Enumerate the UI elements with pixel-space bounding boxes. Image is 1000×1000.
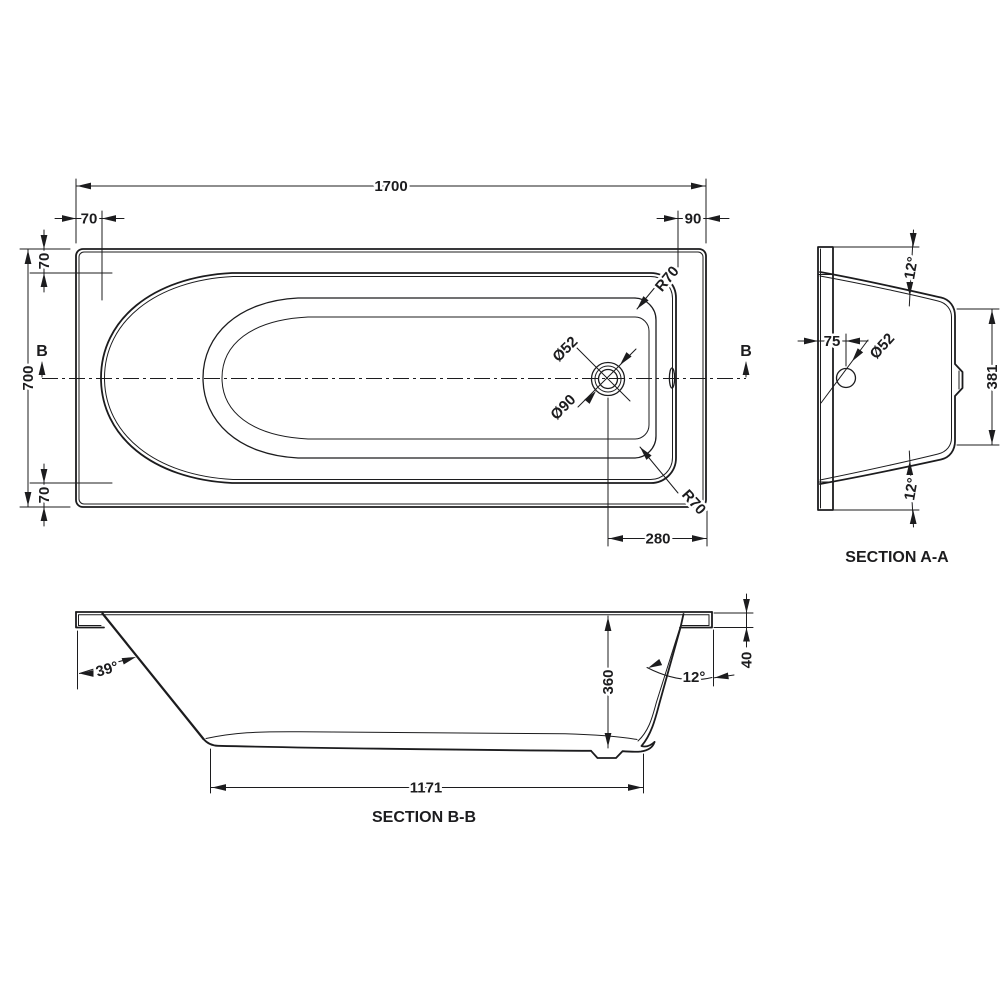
plan-marker-b-left-label: B [36, 343, 48, 360]
plan-section-marker-left: B [36, 343, 48, 378]
aa-dim-overflow-inset: 75 [797, 331, 869, 367]
bb-foot-slope-inner [637, 627, 681, 742]
plan-r70-top-label: R70 [652, 263, 683, 295]
aa-body-inner [819, 275, 952, 481]
plan-dim-side-inset-top: 70 [29, 229, 113, 293]
plan-dim-700-label: 700 [20, 365, 37, 390]
plan-basin-opening-inner-edge [103, 275, 674, 481]
plan-dim-side-inset-bottom: 70 [29, 463, 113, 527]
plan-dim-waste-offset: 280 [607, 397, 708, 550]
plan-wall-contour [202, 297, 657, 459]
bb-dim-1171-label: 1171 [410, 780, 443, 797]
bb-angle-foot: 12° [646, 629, 735, 689]
plan-dim-70v-top-label: 70 [36, 253, 53, 270]
aa-rim-strip [817, 246, 834, 511]
plan-dim-foot-inset: 90 [656, 208, 730, 268]
bb-dim-40-label: 40 [739, 652, 756, 669]
plan-marker-b-right-label: B [740, 343, 752, 360]
aa-dim-381-label: 381 [984, 364, 1000, 389]
bb-angle-head: 39° [77, 630, 138, 690]
plan-dim-head-inset: 70 [54, 208, 125, 301]
bb-head-slope [101, 612, 205, 741]
bb-dim-360-label: 360 [600, 669, 617, 694]
aa-dim-75-label: 75 [824, 333, 841, 350]
bb-foot-slope-outer [640, 613, 685, 748]
aa-angle-bottom-label: 12° [901, 476, 922, 501]
bb-rim-cap-right-inner [681, 614, 710, 626]
bb-rim-cap-right [679, 611, 713, 629]
plan-dim-280-label: 280 [645, 531, 670, 548]
aa-body-outer [819, 271, 964, 485]
plan-waste-dia-label: Ø52 [549, 333, 581, 365]
plan-dim-overall-width: 700 [18, 248, 71, 508]
bb-floor-far-edge [205, 731, 638, 740]
plan-dim-90-label: 90 [685, 211, 702, 228]
plan-dim-70h-label: 70 [81, 211, 98, 228]
aa-overflow-hole [835, 367, 857, 389]
plan-recess-dia-label: Ø90 [547, 391, 579, 423]
plan-dim-70v-bottom-label: 70 [36, 487, 53, 504]
plan-section-marker-right: B [740, 343, 752, 378]
section-bb-title: SECTION B-B [372, 809, 476, 826]
aa-dim-internal-width: 381 [956, 308, 1000, 446]
plan-floor-contour [221, 316, 650, 440]
bb-angle-12-label: 12° [683, 669, 706, 686]
aa-angle-top: 12° [833, 229, 924, 307]
plan-basin-opening [100, 272, 677, 484]
bb-rim-cap-left-inner [78, 614, 102, 626]
plan-waste-drain [571, 342, 637, 408]
plan-dim-overall-length: 1700 [75, 176, 707, 244]
bb-dim-rim-height: 40 [713, 593, 758, 671]
bb-dim-internal-depth: 360 [598, 615, 620, 749]
aa-angle-bottom: 12° [833, 450, 924, 528]
bb-floor [202, 738, 592, 752]
aa-angle-top-label: 12° [901, 255, 922, 280]
bb-rim-cap-left [75, 611, 105, 629]
plan-view: 1700 70 90 700 [18, 176, 752, 551]
plan-dim-1700-label: 1700 [374, 178, 407, 195]
section-bb-view: 360 12° 40 39° [75, 593, 758, 826]
plan-overflow-slot [668, 367, 676, 389]
bb-angle-39-label: 39° [94, 658, 120, 681]
bb-dim-base-length: 1171 [210, 748, 644, 799]
section-aa-title: SECTION A-A [845, 549, 949, 566]
bb-waste-bump [590, 741, 656, 759]
section-aa-view: 75 Ø52 12° 12° [797, 229, 1000, 566]
aa-dia-52-label: Ø52 [867, 330, 899, 362]
plan-r70-bottom-label: R70 [678, 486, 709, 518]
